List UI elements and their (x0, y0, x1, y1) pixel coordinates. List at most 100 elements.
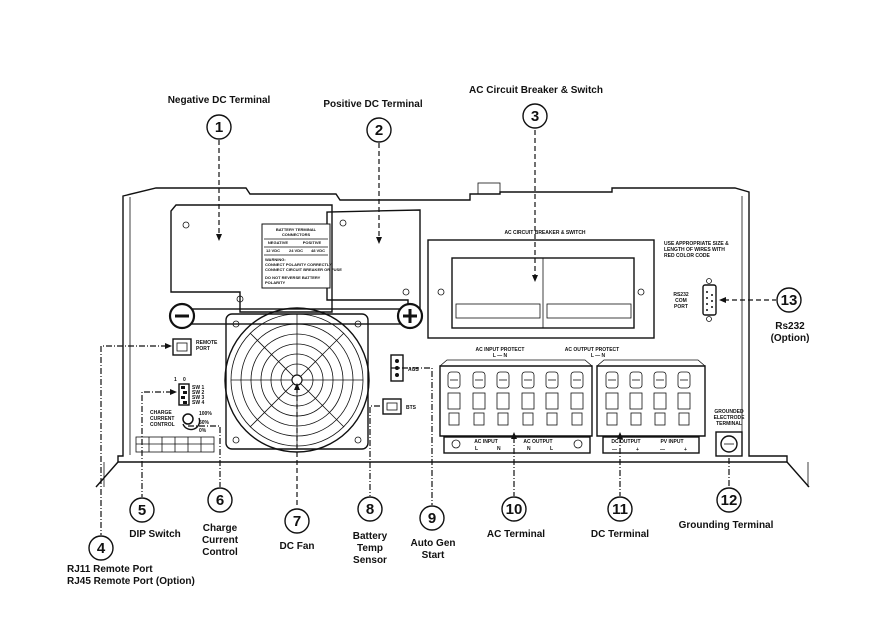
callout-circle (207, 487, 233, 513)
wire-note-1: USE APPROPRIATE SIZE & (664, 241, 729, 247)
callout-label-9b: Start (422, 550, 445, 561)
callout-num-12: 12 (721, 492, 738, 509)
terminal-screw-column (472, 371, 486, 426)
warning-2: CONNECT POLARITY CORRECTLY (265, 262, 332, 267)
callout-num-9: 9 (428, 510, 436, 527)
callout-label-7: DC Fan (280, 541, 315, 552)
pv-in-minus: — (660, 447, 665, 453)
bts-label: BTS (406, 405, 417, 411)
callout-label-8a: Battery (353, 531, 388, 542)
wire-note-3: RED COLOR CODE (664, 253, 711, 259)
callout-label-6a: Charge (203, 523, 238, 534)
callout-13: 13 Rs232 (Option) (771, 287, 809, 344)
ac-terminal-block: AC INPUT PROTECT L — N AC OUTPUT PROTECT… (439, 347, 619, 454)
callout-circle (206, 114, 232, 140)
callout-circle (357, 496, 383, 522)
callout-label-13a: Rs232 (775, 321, 805, 332)
warning-1: WARNING: (265, 257, 286, 262)
caution-2: POLARITY (265, 280, 286, 285)
positive-terminal-cover (326, 209, 421, 314)
rs232-label-2: COM (675, 298, 687, 304)
callout-label-1: Negative DC Terminal (168, 95, 271, 106)
callout-label-2: Positive DC Terminal (323, 99, 423, 110)
callout-11: 11 DC Terminal (591, 496, 649, 540)
callout-num-8: 8 (366, 501, 374, 518)
callout-5: 5 DIP Switch (129, 497, 181, 540)
callout-num-7: 7 (293, 513, 301, 530)
callout-12: 12 Grounding Terminal (679, 487, 774, 531)
callout-num-11: 11 (612, 501, 628, 518)
callout-7: 7 DC Fan (280, 508, 315, 552)
ac-output-protect-label: AC OUTPUT PROTECT (565, 347, 619, 353)
callout-num-5: 5 (138, 502, 146, 519)
dc-terminal-block: DC OUTPUT PV INPUT — + — + (596, 359, 706, 454)
callout-label-5: DIP Switch (129, 529, 181, 540)
ac-out-n: N (527, 446, 531, 452)
terminal-screw-column (496, 371, 510, 426)
callout-circle (129, 497, 155, 523)
callout-label-12: Grounding Terminal (679, 520, 774, 531)
callout-circle (716, 487, 742, 513)
rs232-label-3: PORT (674, 304, 688, 310)
pct50-label: 50% (199, 420, 210, 426)
positive-label: POSITIVE (303, 240, 322, 245)
callout-label-9a: Auto Gen (411, 538, 456, 549)
callout-3: 3 AC Circuit Breaker & Switch (469, 85, 603, 129)
dc-output-label: DC OUTPUT (611, 439, 640, 445)
negative-terminal-cover (170, 204, 333, 313)
battery-title-1: BATTERY TERMINAL (276, 227, 317, 232)
dc-out-plus: + (636, 447, 639, 453)
caution-1: DO NOT REVERSE BATTERY (265, 275, 321, 280)
callout-circle (419, 505, 445, 531)
battery-label-plate: BATTERY TERMINAL CONNECTORS NEGATIVE POS… (261, 223, 342, 289)
warning-3: CONNECT CIRCUIT BREAKER OR FUSE (265, 267, 342, 272)
remote-label-2: PORT (196, 346, 210, 352)
pv-in-plus: + (684, 447, 687, 453)
callout-circle (776, 287, 802, 313)
charge-label-2: CURRENT (150, 416, 174, 422)
callout-1: 1 Negative DC Terminal (168, 95, 271, 140)
dc-out-minus: — (612, 447, 617, 453)
callout-9: 9 Auto Gen Start (411, 505, 456, 561)
wire-note-2: LENGTH OF WIRES WITH (664, 247, 725, 253)
terminal-screw-column (653, 371, 667, 426)
callout-circle (607, 496, 633, 522)
ground-label-1: GROUNDED (714, 409, 744, 415)
bts-port: BTS (382, 398, 417, 415)
charge-label-3: CONTROL (150, 422, 175, 428)
callout-label-11: DC Terminal (591, 529, 649, 540)
terminal-screw-column (545, 371, 559, 426)
callout-num-10: 10 (506, 501, 523, 518)
ac-in-l: L (475, 446, 478, 452)
grounding-terminal: GROUNDED ELECTRODE TERMINAL (714, 409, 745, 457)
ground-screw-icon (720, 435, 738, 453)
sw4-label: SW 4 (192, 400, 204, 406)
callout-label-3: AC Circuit Breaker & Switch (469, 85, 603, 96)
ac-breaker-panel: AC CIRCUIT BREAKER & SWITCH (427, 230, 655, 339)
callout-circle (284, 508, 310, 534)
rs232-label-1: RS232 (673, 292, 689, 298)
charge-knob-icon (182, 413, 194, 425)
dip-switch: 1 0 SW 1 SW 2 SW 3 SW 4 (174, 377, 204, 406)
dc-terminal-screws (605, 371, 691, 426)
pct100-label: 100% (199, 411, 212, 417)
callout-circle (522, 103, 548, 129)
callout-4: 4 RJ11 Remote Port RJ45 Remote Port (Opt… (67, 535, 195, 587)
remote-label-1: REMOTE (196, 340, 218, 346)
negative-label: NEGATIVE (268, 240, 288, 245)
callout-label-6b: Current (202, 535, 239, 546)
terminal-screw-column (629, 371, 643, 426)
ags-label: AGS (408, 367, 420, 373)
callout-circle (88, 535, 114, 561)
callout-num-13: 13 (781, 292, 798, 309)
callout-num-1: 1 (215, 119, 223, 136)
pv-input-label: PV INPUT (660, 439, 683, 445)
callout-label-4b: RJ45 Remote Port (Option) (67, 576, 195, 587)
dip-1-label: 1 (174, 377, 177, 383)
terminal-screw-column (447, 371, 461, 426)
callout-num-4: 4 (97, 540, 106, 557)
callout-circle (366, 117, 392, 143)
voltage-12: 12 VDC (266, 248, 280, 253)
battery-title-2: CONNECTORS (282, 232, 311, 237)
ground-label-3: TERMINAL (716, 421, 742, 427)
